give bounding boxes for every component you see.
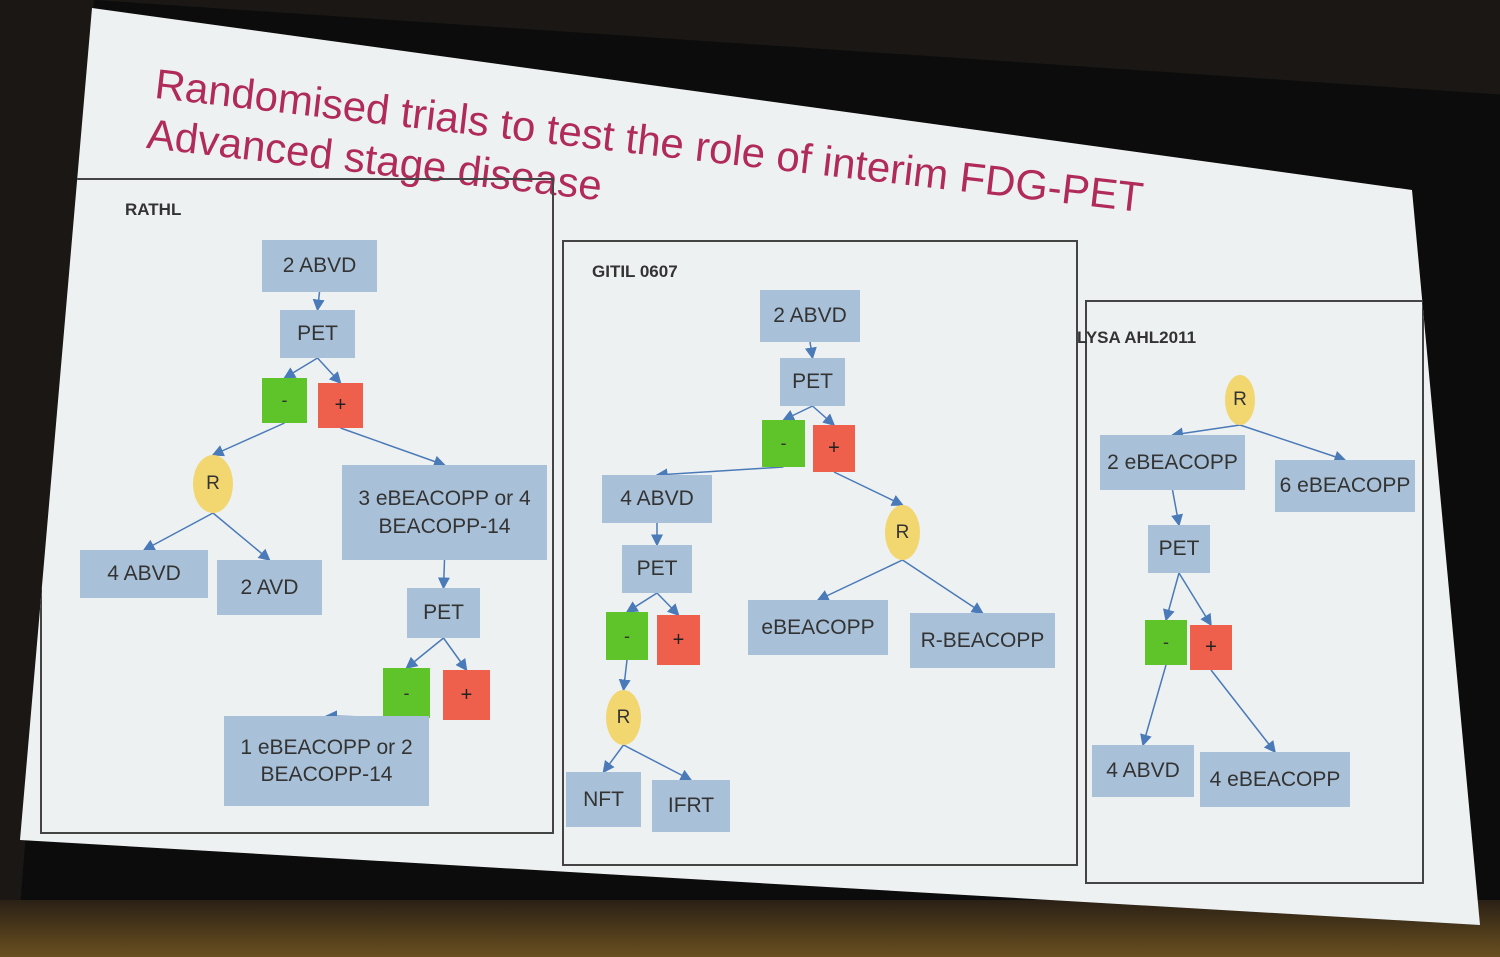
arrow	[625, 592, 658, 613]
arrow	[602, 744, 625, 774]
rathl-final: 1 eBEACOPP or 2 BEACOPP-14	[224, 716, 429, 806]
arrow	[656, 592, 680, 617]
rathl-pet: PET	[280, 310, 355, 358]
lysa-6ebeacopp: 6 eBEACOPP	[1275, 460, 1415, 512]
arrow	[618, 659, 631, 692]
lysa-pet-negative: -	[1145, 620, 1187, 665]
arrow	[212, 512, 271, 561]
lysa-2ebeacopp: 2 eBEACOPP	[1100, 435, 1245, 490]
rathl-pet2-negative: -	[383, 668, 430, 718]
rathl-pet2: PET	[407, 588, 480, 638]
arrow	[142, 512, 214, 551]
arrow	[312, 291, 325, 312]
rathl-randomise: R	[193, 455, 233, 513]
arrow	[1239, 424, 1347, 463]
gitil-pet2: PET	[622, 545, 692, 593]
gitil-2abvd: 2 ABVD	[760, 290, 860, 342]
arrow	[782, 405, 813, 421]
gitil-pet2-negative: -	[606, 612, 648, 660]
arrow	[902, 559, 984, 614]
gitil-r-beacopp: R-BEACOPP	[910, 613, 1055, 668]
rathl-2abvd: 2 ABVD	[262, 240, 377, 292]
arrow	[1171, 424, 1241, 440]
lysa-4abvd: 4 ABVD	[1092, 745, 1194, 797]
gitil-4abvd: 4 ABVD	[602, 475, 712, 523]
arrow	[812, 405, 836, 426]
arrow	[1171, 489, 1183, 527]
lysa-panel	[1085, 300, 1424, 884]
arrow	[211, 422, 285, 457]
gitil-randomise-1: R	[885, 505, 920, 560]
lysa-pet: PET	[1148, 525, 1210, 573]
gitil-pet-negative: -	[762, 420, 805, 467]
arrow	[623, 744, 693, 781]
rathl-escalation: 3 eBEACOPP or 4 BEACOPP-14	[342, 465, 547, 560]
rathl-label: RATHL	[125, 200, 182, 219]
lysa-randomise: R	[1225, 375, 1255, 425]
arrow	[833, 471, 904, 506]
arrow	[1163, 572, 1180, 622]
gitil-label: GITIL 0607	[592, 262, 678, 281]
arrow	[1210, 669, 1276, 754]
lysa-label: LYSA AHL2011	[1077, 328, 1197, 347]
gitil-ebeacopp: eBEACOPP	[748, 600, 888, 655]
gitil-panel	[562, 240, 1078, 866]
rathl-2avd: 2 AVD	[217, 560, 322, 615]
arrow	[442, 637, 468, 672]
gitil-pet: PET	[780, 358, 845, 406]
arrow	[655, 466, 784, 481]
arrow	[816, 559, 903, 601]
lysa-pet-positive: +	[1190, 625, 1232, 670]
rathl-pet-positive: +	[318, 383, 363, 428]
rathl-4abvd: 4 ABVD	[80, 550, 208, 598]
arrow	[804, 341, 817, 360]
arrow	[340, 427, 446, 468]
gitil-ifrt: IFRT	[652, 780, 730, 832]
arrow	[1178, 572, 1212, 627]
arrow	[405, 637, 444, 669]
arrow	[283, 357, 318, 379]
gitil-nft: NFT	[566, 772, 641, 827]
arrow	[1140, 664, 1167, 747]
arrow	[437, 559, 450, 590]
rathl-pet2-positive: +	[443, 670, 490, 720]
lysa-4ebeacopp: 4 eBEACOPP	[1200, 752, 1350, 807]
gitil-pet-positive: +	[813, 425, 855, 472]
arrow	[316, 357, 342, 385]
rathl-pet-negative: -	[262, 378, 307, 423]
gitil-randomise-2: R	[606, 690, 641, 745]
gitil-pet2-positive: +	[657, 615, 700, 665]
